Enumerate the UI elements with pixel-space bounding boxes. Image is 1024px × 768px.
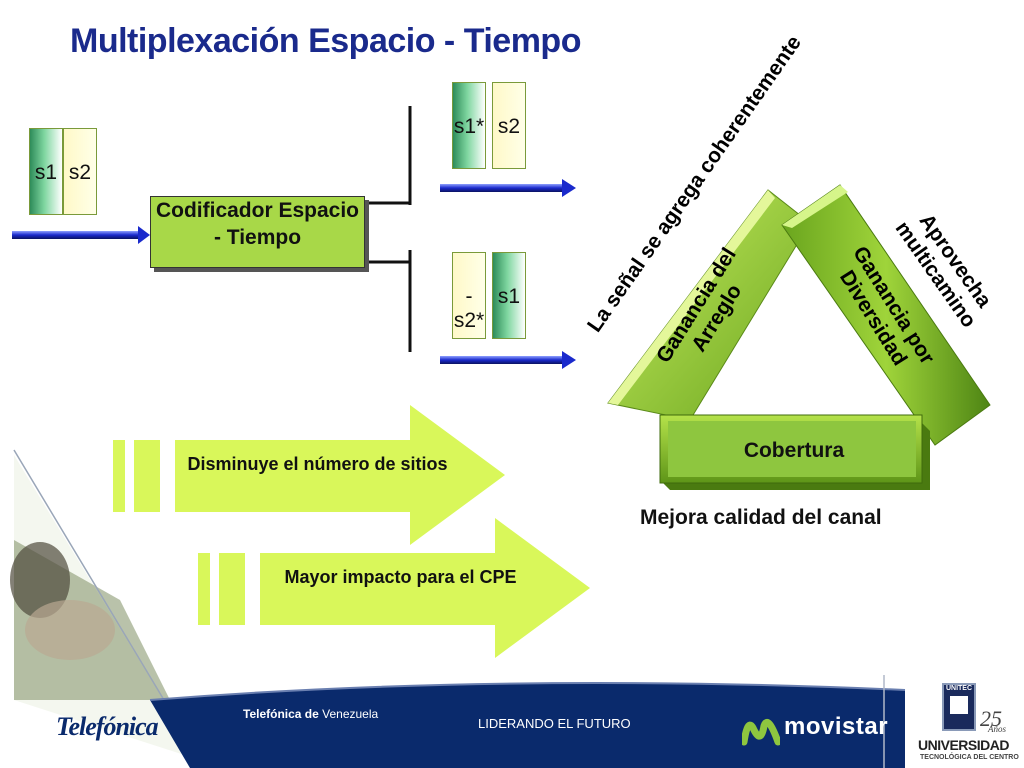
footer-band [149, 675, 906, 768]
page-title: Multiplexación Espacio - Tiempo [70, 22, 581, 60]
label-quality: Mejora calidad del canal [640, 506, 882, 529]
unitec-label: UNITEC [945, 685, 973, 692]
arrow-mayor-impacto [198, 518, 590, 658]
input-cell-s2: s2 [63, 128, 97, 215]
antenna2-cell-neg-s2conj: -s2* [452, 252, 486, 339]
encoder-box: Codificador Espacio - Tiempo [150, 196, 365, 268]
arrow2-text: Mayor impacto para el CPE [284, 567, 517, 587]
output-arrow-2 [440, 351, 576, 369]
input-cell-s1: s1 [29, 128, 63, 215]
company-name-rest: Venezuela [322, 707, 379, 721]
branch-connector [368, 106, 412, 352]
arrow-disminuye [113, 405, 505, 545]
antenna1-cell-s1conj: s1* [452, 82, 486, 169]
slogan: LIDERANDO EL FUTURO [478, 716, 631, 731]
antenna2-cell-s1: s1 [492, 252, 526, 339]
university-name: UNIVERSIDAD [918, 737, 1009, 753]
anniversary-number: 25 [980, 706, 1002, 731]
gain-triangle [607, 184, 991, 490]
company-name-bold: Telefónica de [243, 707, 319, 721]
telefonica-logo: Telefónica [56, 712, 159, 741]
photo-decoration [10, 449, 201, 761]
company-name: Telefónica de Venezuela [243, 707, 378, 721]
movistar-logo: movistar [784, 713, 889, 740]
input-arrow [12, 226, 150, 244]
anniversary-word: Años [988, 724, 1006, 734]
output-arrow-1 [440, 179, 576, 197]
movistar-m-icon [740, 714, 782, 746]
label-coverage: Cobertura [743, 439, 845, 462]
antenna1-cell-s2: s2 [492, 82, 526, 169]
university-sub: TECNOLÓGICA DEL CENTRO [920, 754, 1019, 761]
unitec-shield-icon: UNITEC [942, 683, 976, 731]
arrow1-text: Disminuye el número de sitios [187, 454, 448, 474]
